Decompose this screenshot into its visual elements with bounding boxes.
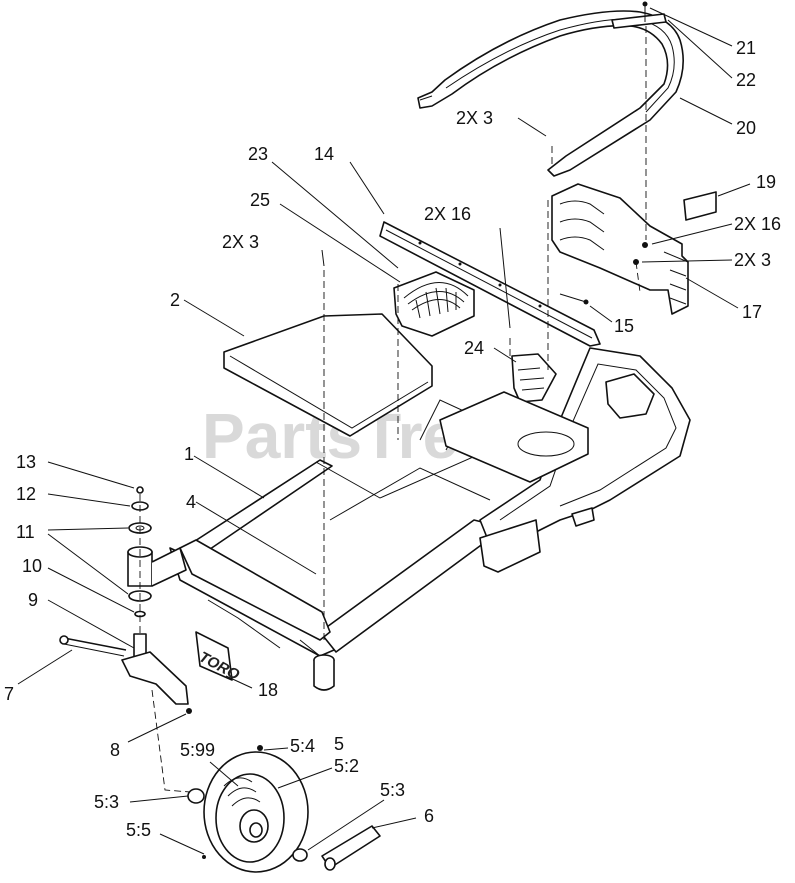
part-14-cross-bar [379,221,601,347]
part-25-vent-grille [393,271,475,337]
label-2x-16-center: 2X 16 [424,204,471,224]
part-7-axle-bolt [59,635,127,657]
part-6-axle-tube [321,825,381,871]
part-1-main-frame [169,347,691,657]
label-20: 20 [736,118,756,138]
part-5-3-bushing-left [187,788,205,804]
label-5-2: 5:2 [334,756,359,776]
part-15-bolt [559,293,589,305]
callout-labels: 21 22 20 2X 3 23 14 19 25 2X 16 2X 16 2X… [4,38,781,840]
label-22: 22 [736,70,756,90]
label-14: 14 [314,144,334,164]
label-9: 9 [28,590,38,610]
leader-lines [17,7,751,855]
label-6: 6 [424,806,434,826]
part-5-caster-wheel [203,751,309,873]
part-20-handle-loop [417,10,684,177]
label-12: 12 [16,484,36,504]
alignment-lines [139,26,647,793]
part-caster-housing [127,546,187,587]
label-25: 25 [250,190,270,210]
label-24: 24 [464,338,484,358]
label-5-4: 5:4 [290,736,315,756]
label-2x-3-top: 2X 3 [456,108,493,128]
label-13: 13 [16,452,36,472]
part-8-nut [186,708,192,714]
label-5: 5 [334,734,344,754]
part-5-5-fitting [202,855,206,859]
label-2: 2 [170,290,180,310]
label-10: 10 [22,556,42,576]
label-17: 17 [742,302,762,322]
part-9-caster-fork [121,633,189,705]
part-24-heel-bracket [511,353,557,403]
label-8: 8 [110,740,120,760]
label-2x-16-right: 2X 16 [734,214,781,234]
part-13-nut [136,486,144,494]
part-21-bolt [642,1,648,22]
label-5-5: 5:5 [126,820,151,840]
part-5-3-bushing-right [292,848,308,862]
label-19: 19 [756,172,776,192]
label-2x-3-left: 2X 3 [222,232,259,252]
label-11: 11 [16,522,35,542]
part-19-decal [683,191,717,221]
label-18: 18 [258,680,278,700]
label-7: 7 [4,684,14,704]
part-2-floor-plate [223,313,433,437]
label-5-3-left: 5:3 [94,792,119,812]
part-5-4-valve [257,745,263,751]
part-4-front-bracket [179,539,335,691]
part-22-strap [611,13,667,29]
label-5-3-right: 5:3 [380,780,405,800]
label-1: 1 [184,444,194,464]
label-2x-3-right: 2X 3 [734,250,771,270]
label-5-99: 5:99 [180,740,215,760]
label-15: 15 [614,316,634,336]
part-18-decal: TORO [195,631,242,684]
label-4: 4 [186,492,196,512]
label-23: 23 [248,144,268,164]
label-21: 21 [736,38,756,58]
part-17-side-panel [551,183,689,315]
